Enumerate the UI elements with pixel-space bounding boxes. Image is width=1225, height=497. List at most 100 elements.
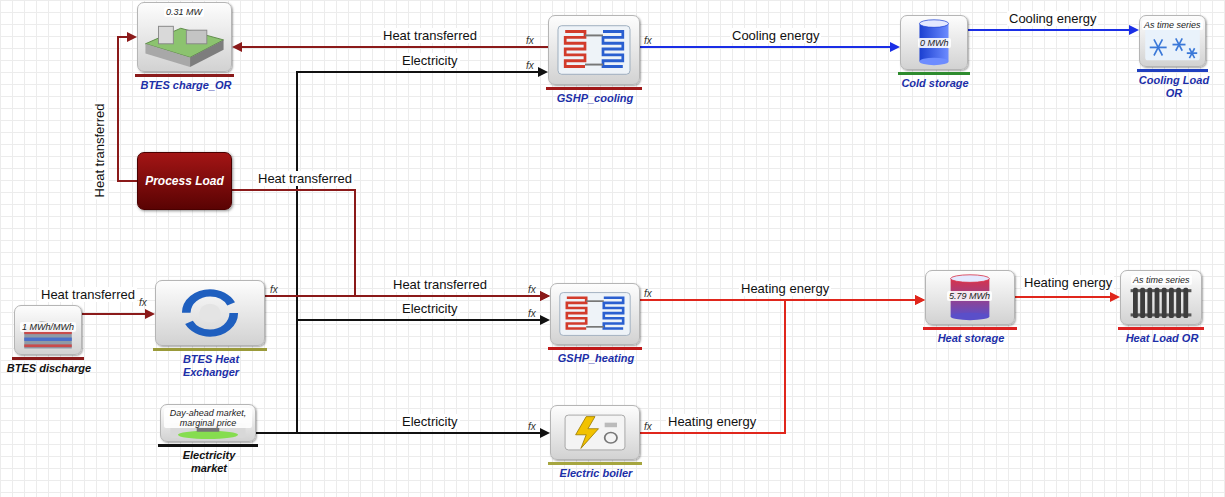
icon-graphic [156,281,264,345]
arrow-head [540,428,550,438]
flow-label: Heating energy [666,414,758,429]
flow-label: Cooling energy [1007,11,1098,26]
value-readout: As time series [1142,20,1203,30]
underline-bar [135,74,234,77]
flow-line [242,46,548,48]
underline-bar [1118,327,1204,330]
process-name: Process Load [145,174,224,188]
component-icon: Day-ahead market, marginal priceElectric… [160,404,256,442]
flow-line [256,432,540,434]
value-readout: As time series [1131,275,1192,285]
component-label: BTES discharge [4,362,94,375]
underline-bar [548,347,642,350]
flow-line [232,190,540,296]
value-readout: 0 MWh [918,38,951,48]
function-marker: fx [526,35,534,46]
component-icon: GSHP_cooling [548,15,640,85]
component-icon: Electric boiler [550,405,640,460]
flow-label: Electricity [400,53,460,68]
process-box: Process Load [137,152,232,210]
function-marker: fx [139,297,147,308]
component-icon: 0 MWhCold storage [900,15,968,70]
function-marker: fx [528,308,536,319]
arrow-head [1110,292,1120,302]
flow-label: Heating energy [739,281,831,296]
flow-label: Electricity [400,301,460,316]
value-readout: Day-ahead market, marginal price [164,408,252,428]
arrow-head [540,315,550,325]
component-label: BTES charge_OR [131,79,241,92]
flow-line [256,72,538,433]
component-label: Cooling Load OR [1134,74,1214,100]
component-icon: GSHP_heating [550,283,640,345]
flow-label: Heat transferred [92,102,107,200]
flow-label: Cooling energy [730,28,821,43]
value-readout: 1 MWh/MWh [20,322,76,332]
flow-label: Heat transferred [256,171,354,186]
flow-connector [1015,292,1120,302]
function-marker: fx [528,421,536,432]
flow-connector [118,32,137,181]
component-label: GSHP_cooling [545,92,645,105]
flow-line [1015,296,1110,298]
component-label: Electricity market [169,449,249,475]
flow-connector [256,428,550,438]
arrow-head [915,295,925,305]
underline-bar [158,444,258,447]
flow-label: Heat transferred [391,277,489,292]
flow-line [256,320,540,433]
flow-connector [232,190,550,301]
function-marker: fx [526,60,534,71]
arrow-head [1129,25,1139,35]
flow-connector [640,295,925,433]
arrow-head [538,67,548,77]
arrow-head [915,295,925,305]
flow-connector [82,309,155,319]
flow-label: Heat transferred [39,287,137,302]
flow-connector [265,291,550,301]
function-marker: fx [528,284,536,295]
function-marker: fx [644,288,652,299]
flow-connector [232,42,548,52]
icon-graphic [551,284,639,344]
component-label: GSHP_heating [546,352,646,365]
component-label: Heat Load OR [1112,332,1212,345]
component-label: Cold storage [890,77,980,90]
underline-bar [12,357,84,360]
component-icon: As time seriesHeat Load OR [1120,270,1202,325]
flow-label: Heating energy [1022,275,1114,290]
value-readout: 0.31 MW [164,7,204,17]
component-icon: 5.79 MWhHeat storage [925,270,1015,325]
function-marker: fx [644,35,652,46]
function-marker: fx [270,284,278,295]
component-label: Electric boiler [546,467,646,480]
component-icon: 0.31 MWBTES charge_OR [137,2,232,72]
component-icon: 1 MWh/MWhBTES discharge [14,305,82,355]
flow-line [968,29,1129,31]
value-readout: 5.79 MWh [947,291,992,301]
component-icon: BTES Heat Exchanger [155,280,265,346]
flow-connector [640,42,900,52]
underline-bar [153,348,267,351]
flow-connector [256,67,548,433]
icon-graphic [549,16,639,84]
flow-connector [256,315,550,433]
component-label: Heat storage [926,332,1016,345]
underline-bar [898,72,970,75]
underline-bar [1137,69,1208,72]
arrow-head [232,42,242,52]
flow-label: Heat transferred [381,28,479,43]
flow-line [640,46,890,48]
underline-bar [546,87,642,90]
arrow-head [127,32,137,42]
function-marker: fx [644,421,652,432]
flow-line [640,300,915,433]
underline-bar [548,462,642,465]
underline-bar [923,327,1017,330]
arrow-head [540,291,550,301]
icon-graphic [551,406,639,459]
arrow-head [890,42,900,52]
arrow-head [540,291,550,301]
component-icon: As time seriesCooling Load OR [1139,15,1206,67]
flow-line [265,295,540,297]
